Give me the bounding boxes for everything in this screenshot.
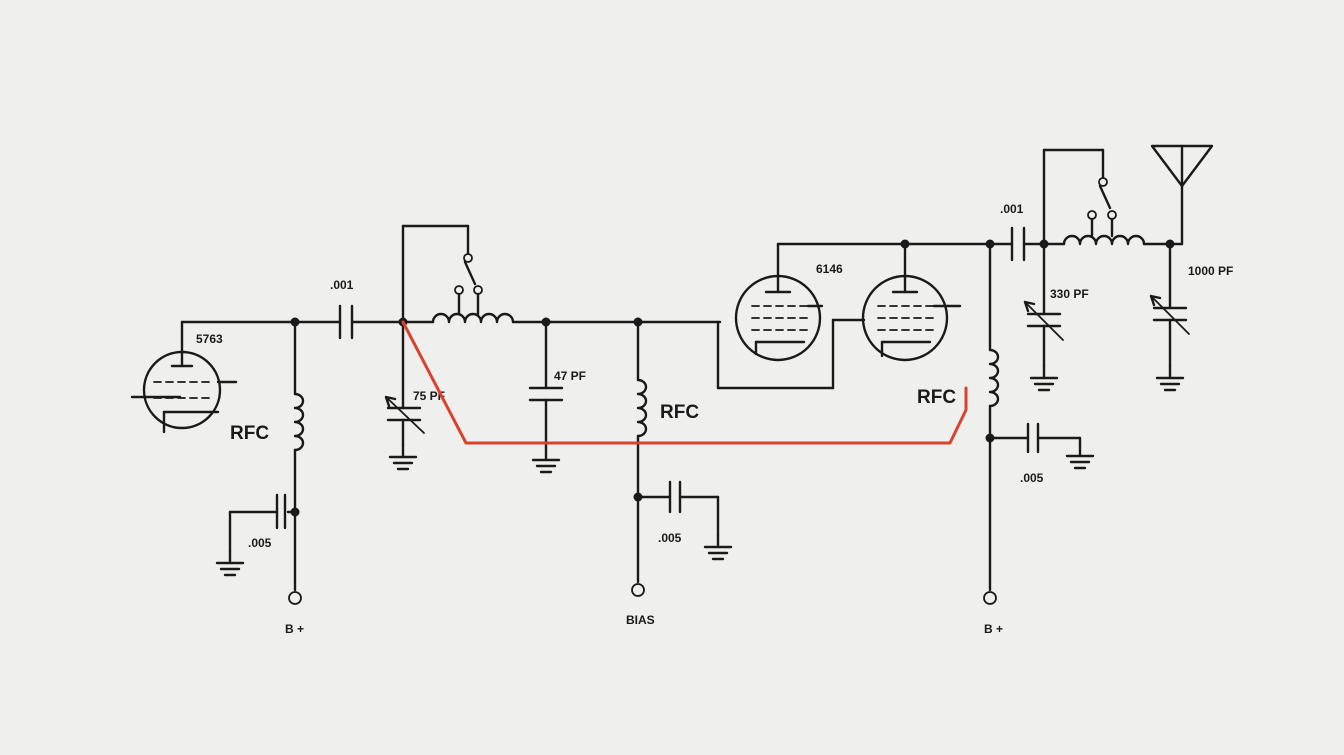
var-cap-75pf <box>384 395 425 434</box>
bandswitch-2 <box>1087 177 1117 238</box>
terminal-bplus-1-label: B + <box>285 622 304 636</box>
terminal-bplus-2 <box>983 591 997 605</box>
var-cap-1000pf-label: 1000 PF <box>1188 264 1233 278</box>
var-cap-330pf-label: 330 PF <box>1050 287 1089 301</box>
terminal-bias <box>631 583 645 597</box>
coupling-cap-1-label: .001 <box>330 278 354 292</box>
rfc-1-coil <box>293 392 305 452</box>
rfc-3-coil <box>988 348 1000 408</box>
var-cap-330pf <box>1023 300 1064 341</box>
coupling-cap-2 <box>1010 226 1026 262</box>
bypass-cap-3 <box>988 422 1095 470</box>
coupling-cap-2-label: .001 <box>1000 202 1024 216</box>
bypass-2-label: .005 <box>658 531 682 545</box>
tube-6146-b <box>861 242 962 362</box>
rfc-1-label: RFC <box>230 423 269 444</box>
cap-47pf-label: 47 PF <box>554 369 586 383</box>
rfc-3-label: RFC <box>917 387 956 408</box>
bypass-3-label: .005 <box>1020 471 1044 485</box>
tube-5763-label: 5763 <box>196 332 223 346</box>
tube-5763 <box>130 320 238 434</box>
terminal-bplus-1 <box>288 591 302 605</box>
bypass-1-label: .005 <box>248 536 272 550</box>
antenna-icon <box>1150 144 1214 246</box>
var-cap-75pf-label: 75 PF <box>413 389 445 403</box>
cap-47pf <box>528 386 564 402</box>
tank-coil-2 <box>1062 234 1146 246</box>
bypass-cap-1 <box>215 493 297 577</box>
highlight-path <box>401 320 968 445</box>
tube-6146-label: 6146 <box>816 262 843 276</box>
rfc-2-label: RFC <box>660 402 699 423</box>
coupling-cap-1 <box>338 304 354 340</box>
bypass-cap-2 <box>636 480 733 561</box>
terminal-bias-label: BIAS <box>626 613 655 627</box>
terminal-bplus-2-label: B + <box>984 622 1003 636</box>
bandswitch-1 <box>454 253 483 316</box>
tube-6146-a <box>734 242 824 362</box>
tank-coil-1 <box>431 312 515 324</box>
rfc-2-coil <box>636 378 648 438</box>
